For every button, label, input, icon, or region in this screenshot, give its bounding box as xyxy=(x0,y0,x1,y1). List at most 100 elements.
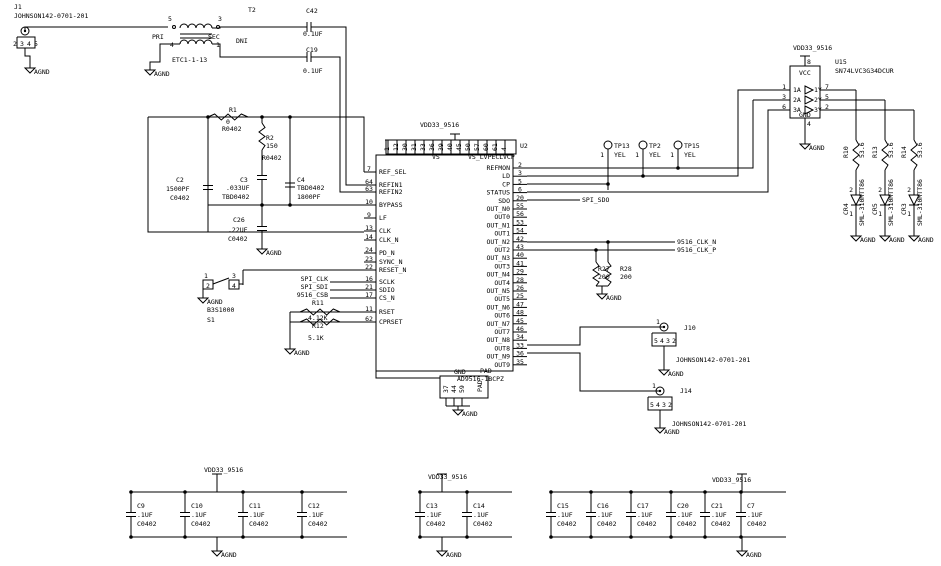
pin-number: 7 xyxy=(825,83,829,91)
r12-ref: R12 xyxy=(312,322,324,330)
r11-ref: R11 xyxy=(312,299,324,307)
ground-symbol xyxy=(143,69,157,76)
led-ref: CR4 xyxy=(842,203,850,215)
power-label: VDD33_9516 xyxy=(712,476,751,484)
u2-gnd-label: GND xyxy=(454,368,466,376)
ground-symbol xyxy=(878,235,892,242)
t2-part: ETC1-1-13 xyxy=(172,56,207,64)
pin-number: 2 xyxy=(672,337,676,345)
c3-ref: C3 xyxy=(240,176,248,184)
junction-dot xyxy=(183,535,187,539)
junction-dot xyxy=(129,490,133,494)
r1-ref: R1 xyxy=(229,106,237,114)
testpoint-icon xyxy=(603,140,613,150)
pin-number: 1 xyxy=(670,151,674,159)
pin-number: 1 xyxy=(782,83,786,91)
decoupling-ref: C21 xyxy=(711,502,723,510)
pin-number: 64 xyxy=(365,178,373,186)
decoupling-pkg: C0402 xyxy=(308,520,328,528)
pin-number: 56 xyxy=(516,210,524,218)
u15-part: SN74LVC3G34DCUR xyxy=(835,67,894,75)
switch-lever xyxy=(212,277,230,285)
decoupling-ref: C17 xyxy=(637,502,649,510)
decoupling-ref: C12 xyxy=(308,502,320,510)
junction-dot xyxy=(641,174,645,178)
pin-name: LF xyxy=(379,214,387,222)
u2-vs-label: VS xyxy=(432,153,440,161)
pin-name: 2A xyxy=(793,96,801,104)
junction-dot xyxy=(241,535,245,539)
pin-name: OUT1 xyxy=(494,230,510,238)
pin-number: 50 xyxy=(464,143,472,151)
pin-number: 47 xyxy=(516,300,524,308)
t2-ref: T2 xyxy=(248,6,256,14)
pin-name: OUT_N8 xyxy=(487,336,511,344)
pin-name: REFMON xyxy=(487,164,511,172)
pin-number: 2 xyxy=(518,161,522,169)
pin-number: 5 xyxy=(825,93,829,101)
pin-number: 3 xyxy=(662,401,666,409)
pin-number: 6 xyxy=(518,186,522,194)
ground-symbol xyxy=(657,369,671,376)
pin-number: 1 xyxy=(652,382,656,390)
decoupling-pkg: C0402 xyxy=(191,520,211,528)
resistor-zigzag xyxy=(604,261,612,287)
pin-number: 16 xyxy=(365,275,373,283)
pin-name: CS_N xyxy=(379,294,395,302)
junction-dot xyxy=(606,240,610,244)
u2-power-pins-box xyxy=(385,139,517,155)
pin-number: 1 xyxy=(656,318,660,326)
pin-number: 40 xyxy=(516,251,524,259)
ground-label: AGND xyxy=(809,144,825,152)
pin-number: 12 xyxy=(392,143,400,151)
j1-gnd xyxy=(24,48,31,64)
pin-name: OUT_N3 xyxy=(487,254,511,262)
t2-dni-label: DNI xyxy=(236,37,248,45)
decoupling-pkg: C0402 xyxy=(137,520,157,528)
pin-name: 3A xyxy=(793,106,801,114)
decoupling-value: .1UF xyxy=(557,511,573,519)
pin-number: 41 xyxy=(516,259,524,267)
junction-dot xyxy=(288,203,292,207)
pin-name: OUT_N7 xyxy=(487,320,511,328)
sma-center-pin xyxy=(23,29,27,33)
switch-pad xyxy=(228,279,240,290)
testpoint-icon xyxy=(673,140,683,150)
c3-pkg: TBD0402 xyxy=(222,193,249,201)
junction-dot xyxy=(418,535,422,539)
led-resistor-value: 53.6 xyxy=(858,142,866,158)
junction-dot xyxy=(589,535,593,539)
wires xyxy=(16,22,919,551)
transformer-coil xyxy=(179,39,213,45)
junction-dot xyxy=(703,535,707,539)
decoupling-pkg: C0402 xyxy=(711,520,731,528)
pin-name: OUT8 xyxy=(494,344,510,352)
decoupling-value: .1UF xyxy=(249,511,265,519)
pin-number: 5 xyxy=(650,401,654,409)
pin-number: 1 xyxy=(907,210,911,218)
led-resistor-ref: R14 xyxy=(900,146,908,158)
ground-label: AGND xyxy=(889,236,905,244)
pin-number: 1 xyxy=(204,272,208,280)
decoupling-pkg: C0402 xyxy=(426,520,446,528)
pin-circle xyxy=(172,25,176,29)
pin-number: 1 xyxy=(383,147,391,151)
r27-value: 200 xyxy=(598,273,610,281)
decoupling-value: .1UF xyxy=(191,511,207,519)
ground-symbol xyxy=(283,348,297,355)
ground-label: AGND xyxy=(446,551,462,559)
resistor-zigzag xyxy=(852,139,860,171)
pin-name: OUT6 xyxy=(494,312,510,320)
components xyxy=(20,23,921,557)
loop-wire xyxy=(148,116,365,172)
pin-number: 3 xyxy=(218,15,222,23)
decoupling-ref: C7 xyxy=(747,502,755,510)
pin-number: 37 xyxy=(442,385,450,393)
ground-symbol xyxy=(23,67,37,74)
decoupling-ref: C16 xyxy=(597,502,609,510)
led-diode-icon xyxy=(879,194,891,207)
pin-number: 2 xyxy=(907,186,911,194)
junction-dot xyxy=(300,490,304,494)
u15-body xyxy=(789,65,821,119)
pin-number: 2 xyxy=(668,401,672,409)
